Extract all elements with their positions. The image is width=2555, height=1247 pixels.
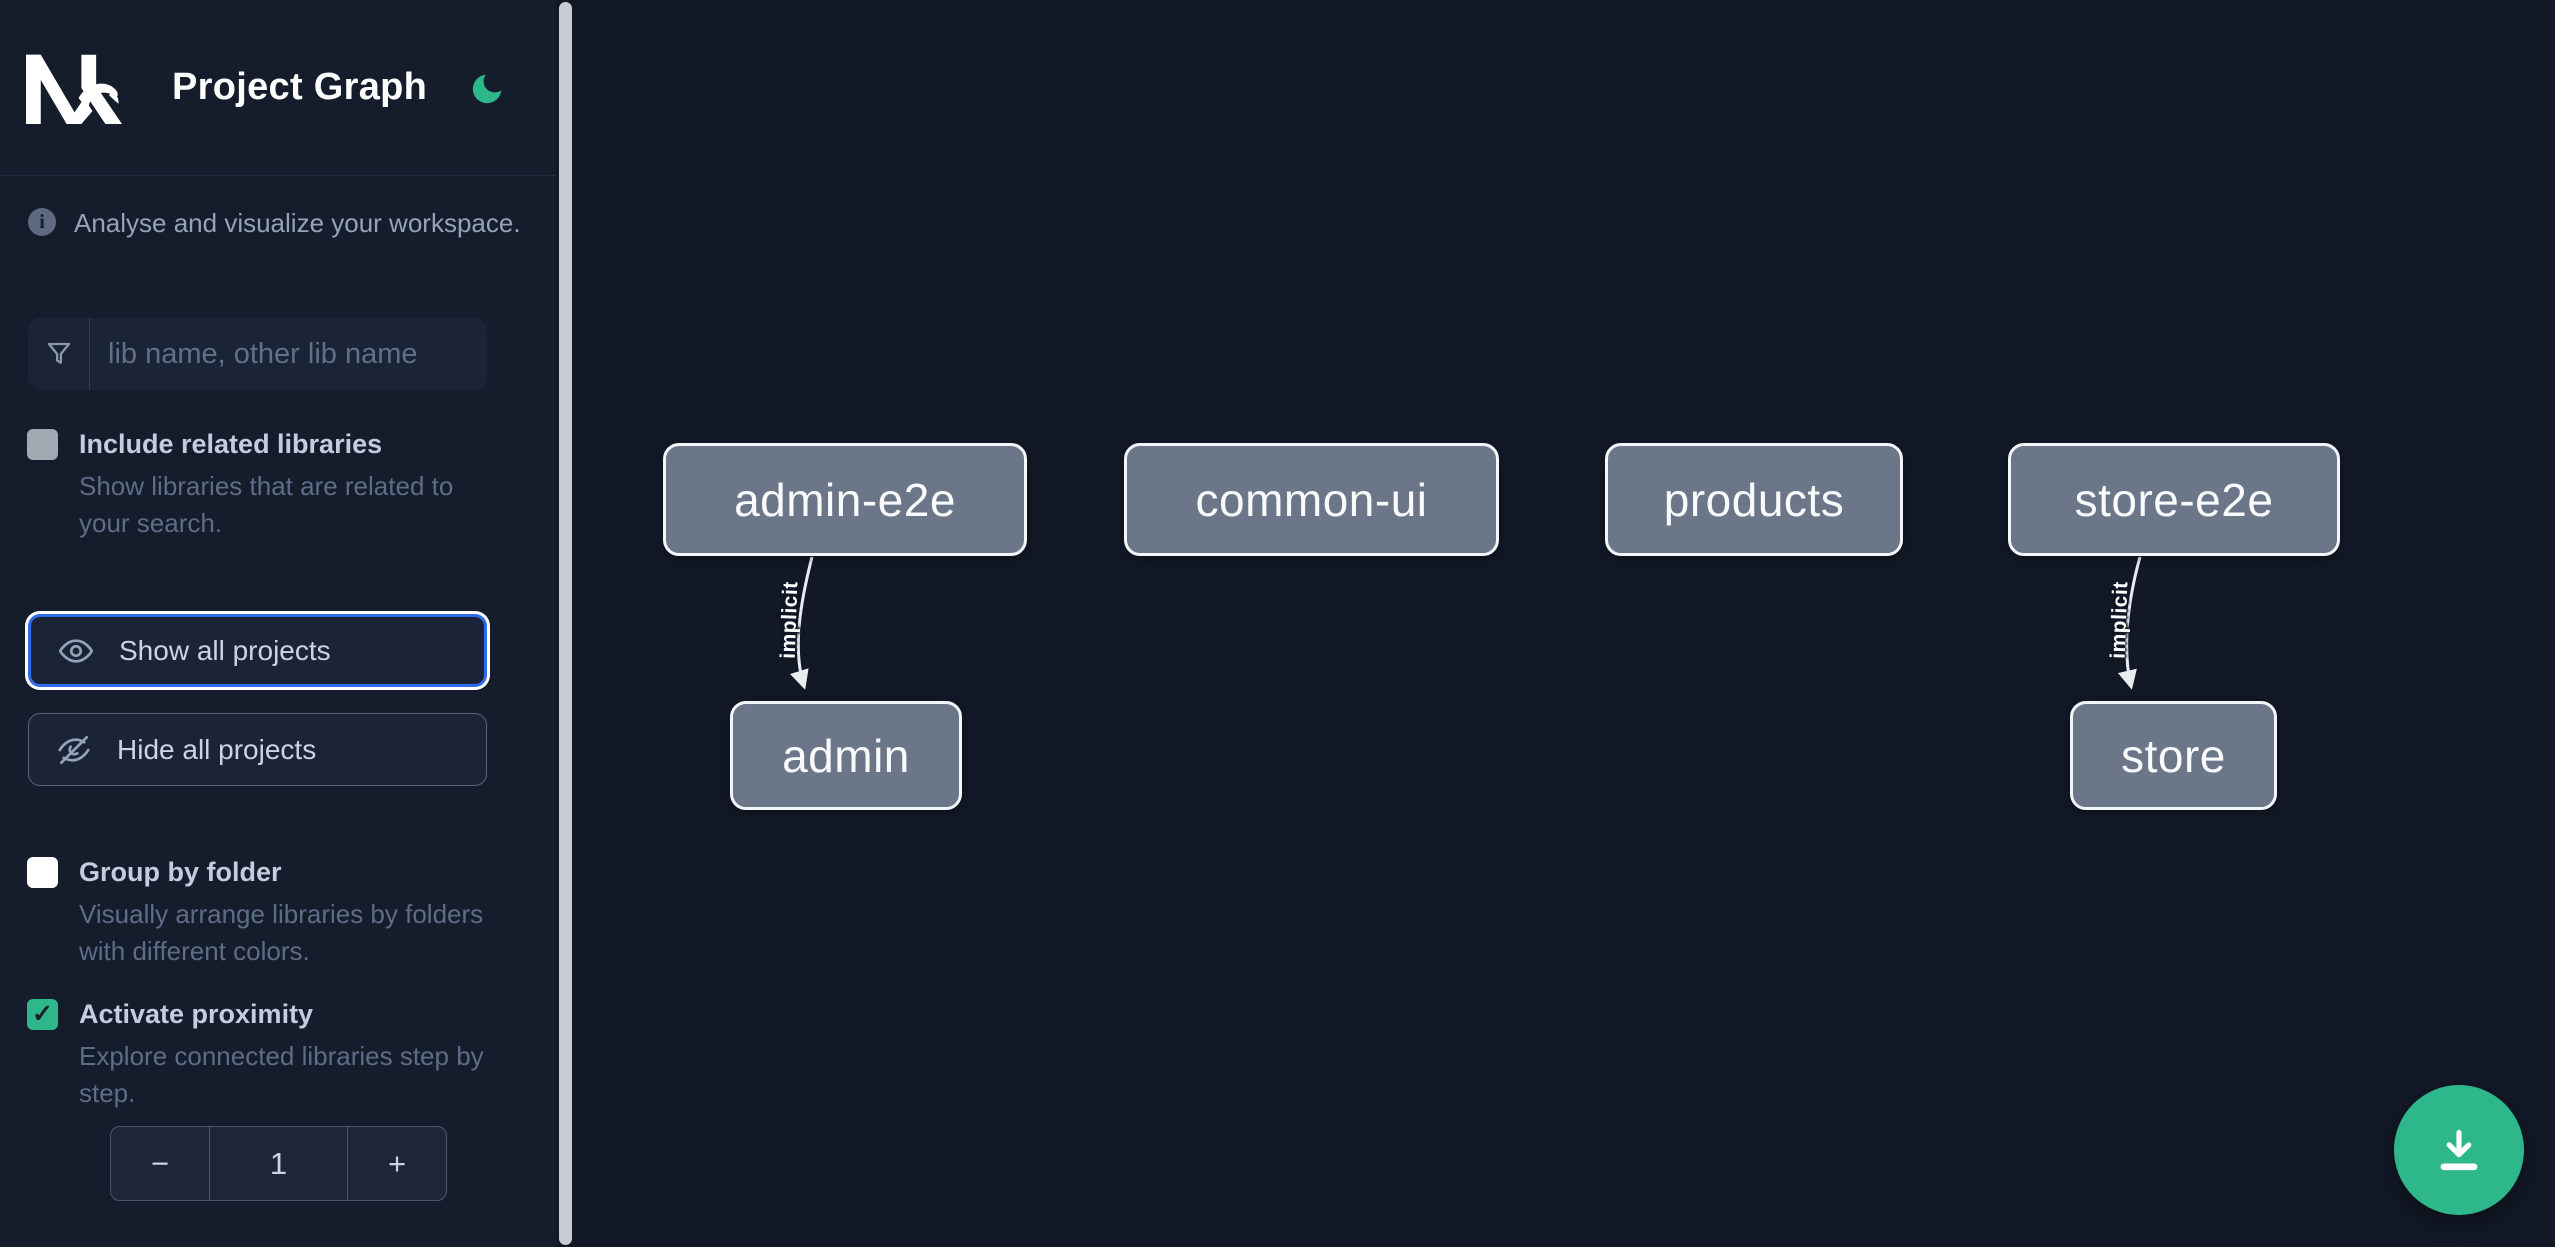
eye-icon (58, 638, 94, 663)
project-graph-canvas[interactable]: implicit implicit admin-e2e common-ui pr… (575, 0, 2555, 1247)
edge-label-implicit-store: implicit (2106, 580, 2133, 660)
show-all-projects-button[interactable]: Show all projects (28, 614, 487, 687)
group-by-folder-row: Group by folder Visually arrange librari… (27, 856, 530, 970)
download-icon (2440, 1129, 2478, 1171)
download-graph-button[interactable] (2394, 1085, 2524, 1215)
eye-off-icon (58, 735, 90, 764)
info-icon: i (28, 208, 56, 236)
graph-node-admin-e2e[interactable]: admin-e2e (663, 443, 1027, 556)
graph-node-products[interactable]: products (1605, 443, 1903, 556)
nx-logo (26, 54, 122, 124)
library-filter-input[interactable] (90, 318, 487, 390)
moon-icon (472, 74, 502, 104)
graph-node-store-e2e[interactable]: store-e2e (2008, 443, 2340, 556)
show-all-projects-label: Show all projects (119, 634, 331, 666)
stepper-value: 1 (209, 1127, 348, 1200)
activate-proximity-description: Explore connected libraries step by step… (79, 1041, 484, 1108)
filter-icon-segment (28, 318, 90, 390)
page-title: Project Graph (172, 66, 428, 108)
group-by-folder-description: Visually arrange libraries by folders wi… (79, 899, 484, 966)
edge-admin-e2e-admin[interactable] (790, 556, 814, 690)
include-related-row: Include related libraries Show libraries… (27, 428, 530, 542)
library-filter-box (28, 318, 487, 390)
sidebar-scrollbar[interactable] (559, 2, 572, 1245)
graph-node-admin[interactable]: admin (730, 701, 962, 810)
filter-funnel-icon (47, 342, 70, 364)
include-related-description: Show libraries that are related to your … (79, 471, 454, 538)
activate-proximity-label: Activate proximity (79, 999, 314, 1029)
sidebar: Project Graph i Analyse and visualize yo… (0, 0, 556, 1247)
info-text: Analyse and visualize your workspace. (74, 208, 521, 238)
activate-proximity-row: ✓ Activate proximity Explore connected l… (27, 998, 530, 1112)
graph-node-store[interactable]: store (2070, 701, 2277, 810)
sidebar-header: Project Graph (0, 0, 556, 176)
hide-all-projects-button[interactable]: Hide all projects (28, 713, 487, 786)
group-by-folder-checkbox[interactable] (27, 857, 58, 888)
edge-store-e2e-store[interactable] (2117, 556, 2142, 690)
stepper-decrement-button[interactable]: − (150, 1145, 170, 1181)
hide-all-projects-label: Hide all projects (117, 733, 317, 765)
theme-toggle-button[interactable] (468, 70, 506, 108)
proximity-stepper: − 1 + (110, 1126, 447, 1201)
checkmark-icon: ✓ (32, 1000, 53, 1028)
group-by-folder-label: Group by folder (79, 857, 282, 887)
activate-proximity-checkbox[interactable]: ✓ (27, 999, 58, 1030)
graph-edges (790, 556, 2142, 690)
edge-label-implicit-admin: implicit (776, 580, 803, 660)
stepper-increment-button[interactable]: + (387, 1145, 407, 1181)
include-related-label: Include related libraries (79, 429, 383, 459)
workspace-info: i Analyse and visualize your workspace. (28, 208, 530, 238)
graph-node-common-ui[interactable]: common-ui (1124, 443, 1499, 556)
include-related-checkbox[interactable] (27, 429, 58, 460)
